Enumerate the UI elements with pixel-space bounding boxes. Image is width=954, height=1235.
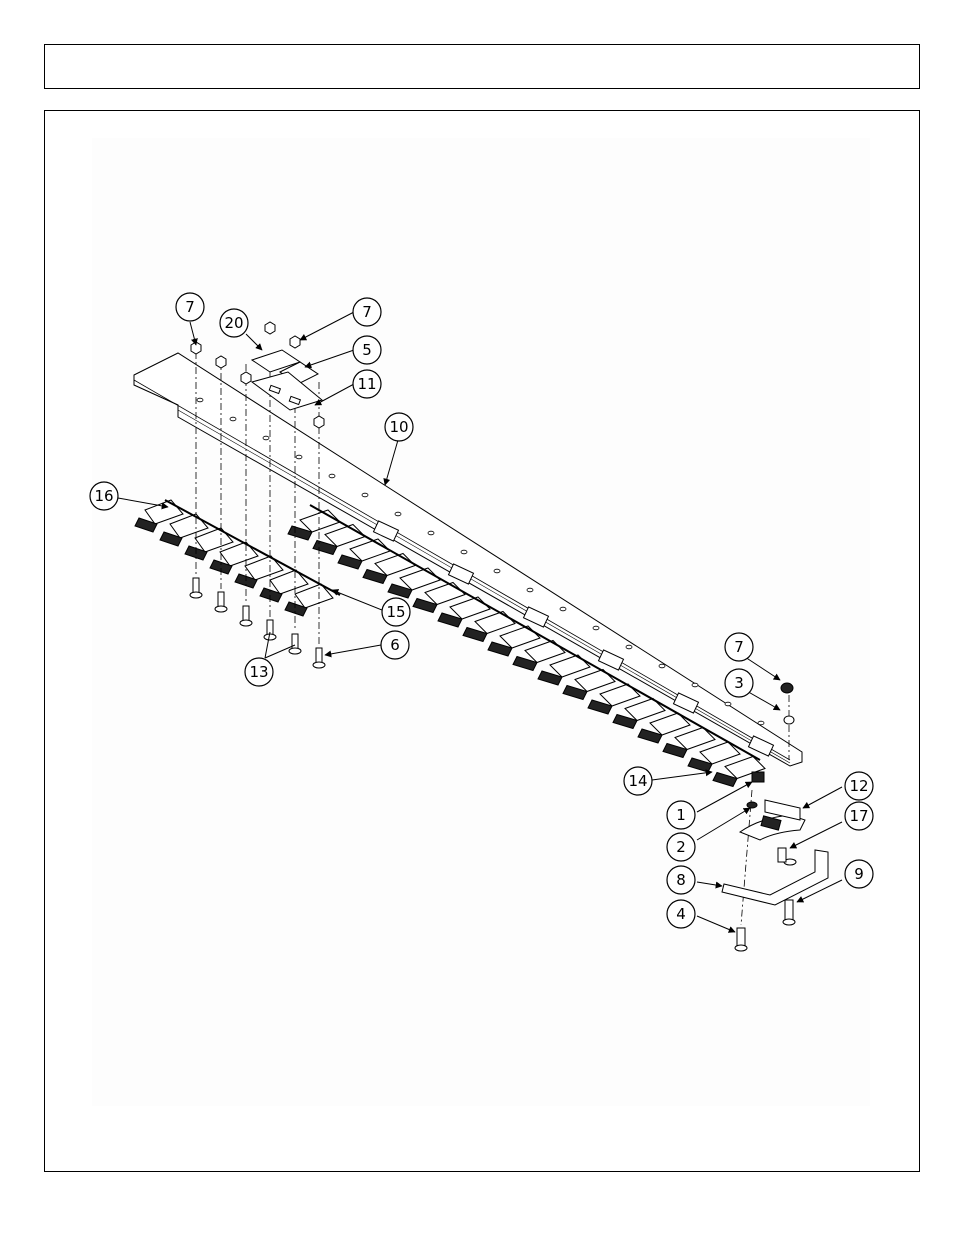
callout-14: 14: [624, 767, 652, 795]
bolt-head: [313, 662, 325, 668]
callout-17-label: 17: [849, 807, 868, 825]
callout-8: 8: [667, 866, 695, 894]
callout-11-label: 11: [357, 375, 376, 393]
callout-13: 13: [245, 658, 273, 686]
bar-hole: [692, 683, 698, 687]
hex-nut: [265, 322, 275, 334]
hex-nut: [290, 336, 300, 348]
callout-6-label: 6: [390, 636, 400, 654]
bar-hole: [494, 569, 500, 573]
callout-7-right: 7: [725, 633, 753, 661]
callout-4-label: 4: [676, 905, 686, 923]
callout-15: 15: [382, 598, 410, 626]
callout-7-top-left: 7: [176, 293, 204, 321]
callout-2-label: 2: [676, 838, 686, 856]
callout-1: 1: [667, 801, 695, 829]
callout-16-label: 16: [94, 487, 113, 505]
hex-nut: [241, 372, 251, 384]
callout-13-label: 13: [249, 663, 268, 681]
callout-7-right-label: 7: [734, 638, 744, 656]
callout-6: 6: [381, 631, 409, 659]
bar-hole: [362, 493, 368, 497]
bolt-head: [215, 606, 227, 612]
hex-nut: [314, 416, 324, 428]
callout-9: 9: [845, 860, 873, 888]
bar-hole: [461, 550, 467, 554]
callout-5: 5: [353, 336, 381, 364]
bar-hole: [197, 398, 203, 402]
bar-hole: [296, 455, 302, 459]
callout-9-label: 9: [854, 865, 864, 883]
callout-8-label: 8: [676, 871, 686, 889]
callout-16: 16: [90, 482, 118, 510]
callout-10-label: 10: [389, 418, 408, 436]
bar-hole: [527, 588, 533, 592]
bar-hole: [230, 417, 236, 421]
callout-7-top-left-label: 7: [185, 298, 195, 316]
bar-hole: [626, 645, 632, 649]
callout-11: 11: [353, 370, 381, 398]
bar-hole: [758, 721, 764, 725]
callout-5-label: 5: [362, 341, 372, 359]
bolt-head: [264, 634, 276, 640]
bar-hole: [329, 474, 335, 478]
callout-14-label: 14: [628, 772, 647, 790]
callout-3: 3: [725, 669, 753, 697]
callout-3-label: 3: [734, 674, 744, 692]
bar-hole: [593, 626, 599, 630]
bar-hole: [725, 702, 731, 706]
callout-17: 17: [845, 802, 873, 830]
callout-4: 4: [667, 900, 695, 928]
callout-20-label: 20: [224, 314, 243, 332]
bar-hole: [428, 531, 434, 535]
callout-20: 20: [220, 309, 248, 337]
callout-12: 12: [845, 772, 873, 800]
bolt-head: [289, 648, 301, 654]
callout-2: 2: [667, 833, 695, 861]
bolt-head: [190, 592, 202, 598]
callout-1-label: 1: [676, 806, 686, 824]
bar-hole: [263, 436, 269, 440]
bar-hole: [395, 512, 401, 516]
hex-nut: [216, 356, 226, 368]
bolt-head: [240, 620, 252, 626]
callout-7-top: 7: [353, 298, 381, 326]
bar-hole: [560, 607, 566, 611]
callout-12-label: 12: [849, 777, 868, 795]
callout-15-label: 15: [386, 603, 405, 621]
callout-7-top-label: 7: [362, 303, 372, 321]
callout-10: 10: [385, 413, 413, 441]
bar-hole: [659, 664, 665, 668]
